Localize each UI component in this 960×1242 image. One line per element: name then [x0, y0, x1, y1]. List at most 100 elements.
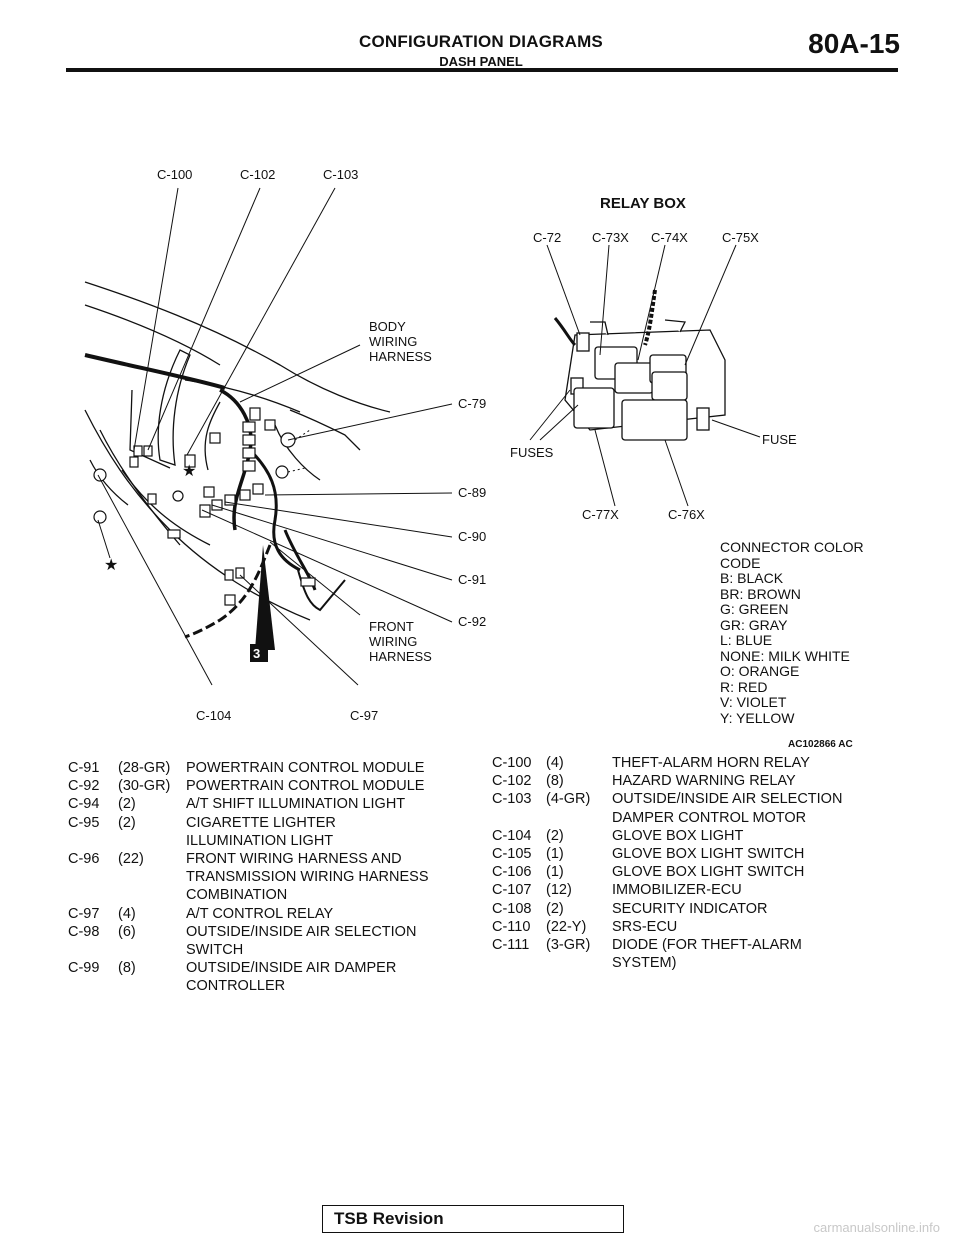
label-c73x: C-73X [592, 230, 629, 245]
color-code-line: B: BLACK [720, 570, 784, 586]
leader-lines-relay [529, 244, 761, 507]
connector-list-right: C-100 (4) THEFT-ALARM HORN RELAY C-102 (… [492, 754, 892, 972]
label-c102: C-102 [240, 167, 275, 182]
page-subtitle: DASH PANEL [439, 54, 523, 69]
connector-color-code: CONNECTOR COLOR CODE B: BLACK BR: BROWN … [720, 539, 900, 726]
star-mark-1: ★ [182, 463, 196, 480]
label-fuses: FUSES [510, 445, 554, 460]
label-body-harness-3: HARNESS [369, 349, 432, 364]
connector-id: C-110 [492, 918, 531, 935]
connector-row: C-91 (28-GR) POWERTRAIN CONTROL MODULE [68, 759, 458, 777]
relay-box-labels: C-72 C-73X C-74X C-75X FUSES FUSE C-77X … [510, 230, 797, 522]
tsb-revision-label: TSB Revision [334, 1209, 444, 1228]
connector-pins: (30-GR) [118, 778, 171, 795]
connector-pins: (4) [118, 905, 136, 922]
figure-id: AC102866 AC [788, 739, 853, 750]
connector-pins: (22-Y) [546, 918, 587, 935]
color-code-line: NONE: MILK WHITE [720, 647, 850, 664]
connector-pins: (2) [546, 827, 564, 844]
connector-pins: (1) [546, 864, 564, 881]
connector-desc: HAZARD WARNING RELAY [612, 773, 796, 790]
label-c79: C-79 [458, 396, 486, 411]
connector-desc: THEFT-ALARM HORN RELAY [612, 755, 810, 771]
color-code-line: Y: YELLOW [720, 709, 795, 726]
connector-pins: (2) [118, 796, 136, 813]
left-diagram-labels: C-100 C-102 C-103 BODY WIRING HARNESS C-… [157, 167, 486, 723]
color-code-line: CODE [720, 554, 761, 571]
connector-desc: A/T SHIFT ILLUMINATION LIGHT [186, 796, 406, 813]
label-c97: C-97 [350, 708, 378, 723]
relay-wire-2 [643, 289, 657, 346]
relay-wire-1 [553, 317, 577, 347]
watermark: carmanualsonline.info [813, 1220, 940, 1235]
connector-desc: GLOVE BOX LIGHT [612, 827, 744, 844]
label-c100: C-100 [157, 167, 192, 182]
label-fuse: FUSE [762, 432, 797, 447]
connector-id: C-103 [492, 791, 532, 808]
label-front-harness-1: FRONT [369, 619, 414, 634]
label-c74x: C-74X [651, 230, 688, 245]
leader-lines-left [97, 187, 453, 686]
connector-pins: (22) [118, 851, 144, 868]
connector-shapes [93, 407, 316, 606]
connector-id: C-91 [68, 760, 100, 776]
connector-desc: SECURITY INDICATOR [612, 900, 768, 917]
connector-row: C-106 (1) GLOVE BOX LIGHT SWITCH [492, 863, 892, 881]
connector-id: C-104 [492, 827, 532, 844]
harness-fasteners [287, 429, 311, 473]
color-code-line: V: VIOLET [720, 694, 787, 710]
star-mark-2: ★ [104, 557, 118, 574]
connector-id: C-94 [68, 796, 100, 813]
connector-desc: POWERTRAIN CONTROL MODULE [186, 760, 425, 776]
connector-row: C-100 (4) THEFT-ALARM HORN RELAY [492, 754, 892, 772]
label-c89: C-89 [458, 485, 486, 500]
connector-id: C-95 [68, 814, 100, 831]
leader-arrow-3 [255, 545, 275, 650]
color-code-line: BR: BROWN [720, 585, 801, 602]
connector-row: C-107 (12) IMMOBILIZER-ECU [492, 881, 892, 899]
label-c92: C-92 [458, 614, 486, 629]
label-c91: C-91 [458, 572, 486, 587]
color-code-line: CONNECTOR COLOR [720, 539, 864, 555]
color-code-line: O: ORANGE [720, 663, 800, 679]
connector-id: C-100 [492, 755, 532, 771]
connector-row: C-94 (2) A/T SHIFT ILLUMINATION LIGHT [68, 795, 458, 813]
connector-id: C-108 [492, 900, 532, 917]
connector-row: C-103 (4-GR) OUTSIDE/INSIDE AIR SELECTIO… [492, 790, 892, 826]
connector-desc: A/T CONTROL RELAY [186, 905, 334, 922]
connector-id: C-99 [68, 960, 100, 977]
label-body-harness-2: WIRING [369, 334, 417, 349]
connector-pins: (2) [546, 900, 564, 917]
connector-pins: (1) [546, 846, 564, 863]
connector-id: C-97 [68, 905, 100, 922]
color-code-line: R: RED [720, 678, 768, 695]
label-c104: C-104 [196, 708, 231, 723]
connector-id: C-106 [492, 864, 532, 881]
connector-pins: (4-GR) [546, 791, 591, 808]
connector-list-left: C-91 (28-GR) POWERTRAIN CONTROL MODULE C… [68, 759, 458, 996]
connector-desc: GLOVE BOX LIGHT SWITCH [612, 846, 805, 863]
page-title: CONFIGURATION DIAGRAMS [359, 32, 603, 51]
label-front-harness-2: WIRING [369, 634, 417, 649]
label-c75x: C-75X [722, 230, 759, 245]
label-c103: C-103 [323, 167, 358, 182]
connector-id: C-105 [492, 846, 532, 863]
label-c72: C-72 [533, 230, 561, 245]
connector-row: C-110 (22-Y) SRS-ECU [492, 918, 892, 936]
connector-pins: (6) [118, 923, 136, 940]
label-body-harness-1: BODY [369, 319, 406, 334]
connector-id: C-107 [492, 882, 532, 899]
connector-row: C-92 (30-GR) POWERTRAIN CONTROL MODULE [68, 777, 458, 795]
connector-id: C-92 [68, 778, 100, 795]
connector-desc: POWERTRAIN CONTROL MODULE [186, 778, 425, 795]
color-code-line: G: GREEN [720, 601, 789, 617]
connector-desc: IMMOBILIZER-ECU [612, 882, 742, 899]
color-code-line: GR: GRAY [720, 616, 788, 633]
